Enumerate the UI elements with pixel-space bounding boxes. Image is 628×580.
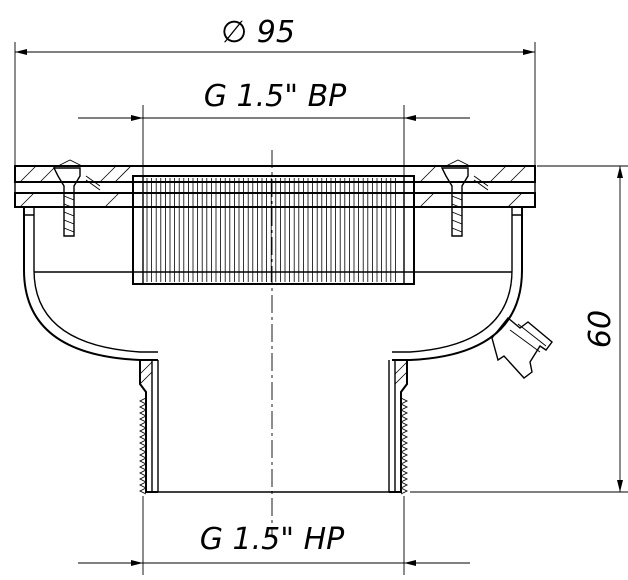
outer-thread-tooth <box>138 397 147 405</box>
outer-thread-tooth <box>400 469 409 477</box>
outer-thread-tooth <box>400 439 409 447</box>
outer-thread-tooth <box>138 469 147 477</box>
dimension-outer-thread: G 1.5" HP <box>78 496 470 575</box>
outer-thread-tooth <box>400 421 409 429</box>
dimension-inner-thread: G 1.5" BP <box>78 79 470 178</box>
dimension-label-inner-thread: G 1.5" BP <box>204 79 347 114</box>
outer-thread-tooth <box>400 457 409 465</box>
outer-thread-tooth <box>138 457 147 465</box>
outer-thread-tooth <box>400 433 409 441</box>
outer-thread-tooth <box>400 445 409 453</box>
outer-thread-tooth <box>400 481 409 489</box>
top-flange <box>14 165 536 208</box>
dimension-label-outer-thread: G 1.5" HP <box>200 522 345 557</box>
outer-thread-tooth <box>138 487 147 495</box>
outer-thread-tooth <box>400 415 409 423</box>
outer-thread-tooth <box>400 397 409 405</box>
outer-thread-tooth <box>400 451 409 459</box>
outer-thread-tooth <box>138 415 147 423</box>
outer-thread-tooth <box>138 475 147 483</box>
dimension-label-outer-diameter: ∅ 95 <box>221 15 295 50</box>
outer-thread-tooth <box>400 487 409 495</box>
outlet-pipe <box>138 360 409 495</box>
outer-thread-tooth <box>138 463 147 471</box>
outer-thread-tooth <box>138 433 147 441</box>
screw-right <box>440 159 489 237</box>
inner-threaded-insert <box>132 175 415 285</box>
screw-left <box>52 159 101 237</box>
outer-thread-tooth <box>400 463 409 471</box>
inner-thread-lines <box>146 178 396 282</box>
side-nozzle <box>491 317 553 379</box>
outer-thread-tooth <box>138 409 147 417</box>
dimension-label-height: 60 <box>583 310 618 348</box>
outer-thread-tooth <box>138 421 147 429</box>
dimension-outer-diameter: ∅ 95 <box>14 15 536 172</box>
outer-thread-tooth <box>138 427 147 435</box>
flange-hatching <box>19 165 527 208</box>
pipe-hatching <box>139 361 408 385</box>
outer-thread-tooth <box>400 427 409 435</box>
outer-thread-tooth <box>138 439 147 447</box>
outer-thread-tooth <box>138 481 147 489</box>
outer-thread-tooth <box>138 445 147 453</box>
outer-thread-tooth <box>138 451 147 459</box>
outer-thread-tooth <box>400 475 409 483</box>
outer-thread-tooth <box>400 409 409 417</box>
outer-thread-tooth <box>400 403 409 411</box>
outer-thread-lines <box>138 397 409 495</box>
outer-thread-tooth <box>138 403 147 411</box>
dimension-height: 60 <box>410 165 628 493</box>
